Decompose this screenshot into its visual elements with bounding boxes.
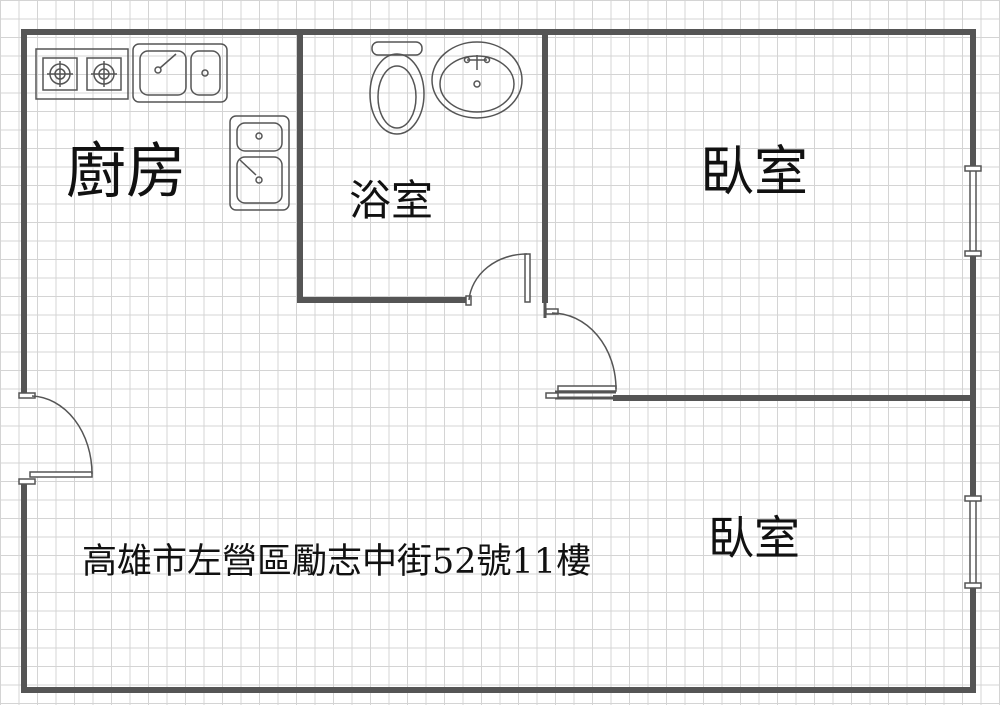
double-sink-icon	[132, 43, 228, 103]
room-label-bedroom-lower: 臥室	[708, 511, 800, 565]
toilet-icon	[369, 41, 425, 135]
door-swing-icon	[18, 392, 93, 485]
room-label-bathroom: 浴室	[349, 176, 434, 225]
washbasin-icon	[431, 41, 523, 119]
door-swing-icon	[465, 253, 531, 306]
door-swing-icon	[545, 308, 617, 399]
room-label-bedroom-upper: 臥室	[700, 140, 808, 203]
window-icon	[964, 495, 982, 589]
address-label: 高雄市左營區勵志中街52號11樓	[82, 542, 592, 582]
double-sink-icon	[229, 115, 290, 211]
stove-icon	[35, 48, 129, 100]
window-icon	[964, 165, 982, 257]
walls	[21, 29, 976, 693]
room-label-kitchen: 廚房	[66, 137, 186, 207]
